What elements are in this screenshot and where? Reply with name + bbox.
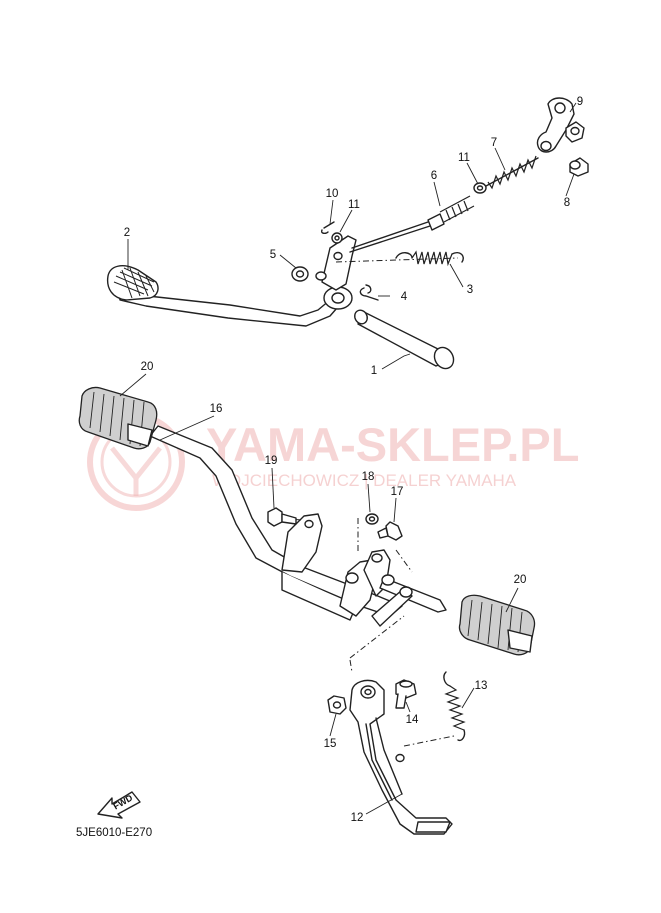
callout-20-left: 20 — [141, 361, 154, 373]
part-10-pin — [320, 221, 335, 235]
part-20-footrest-rubber-left — [78, 386, 158, 450]
callout-12: 12 — [351, 812, 364, 824]
callout-11-right: 11 — [458, 152, 470, 164]
part-7-spring — [485, 155, 539, 190]
callout-9: 9 — [577, 96, 583, 108]
callout-15: 15 — [324, 738, 337, 750]
leader-lines — [119, 102, 577, 815]
brake-pedal-assembly — [106, 97, 589, 370]
part-9-link-arm — [536, 97, 585, 153]
callout-7: 7 — [491, 137, 497, 149]
fwd-arrow-icon: FWD — [97, 791, 141, 819]
callout-16: 16 — [210, 403, 223, 415]
part-8-bushing — [569, 157, 589, 177]
callout-20-right: 20 — [514, 574, 527, 586]
callout-11-left: 11 — [348, 199, 360, 211]
part-14-pivot-bolt — [395, 679, 417, 709]
callout-17: 17 — [391, 486, 404, 498]
callout-labels: 1 2 3 4 5 6 7 8 9 10 11 11 12 13 14 15 1… — [124, 96, 583, 824]
callout-19: 19 — [265, 455, 278, 467]
callout-13: 13 — [475, 680, 488, 692]
callout-5: 5 — [270, 249, 276, 261]
watermark: YAMA-SKLEP.PL WOJCIECHOWICZ | DEALER YAM… — [87, 413, 579, 511]
part-19-bolt — [267, 507, 297, 527]
callout-8: 8 — [564, 197, 570, 209]
part-3-return-spring — [395, 250, 464, 267]
callout-18: 18 — [362, 471, 375, 483]
watermark-title: YAMA-SKLEP.PL — [206, 418, 579, 471]
callout-10: 10 — [326, 188, 339, 200]
drawing-code: 5JE6010-E270 — [76, 827, 152, 839]
part-1-pivot-shaft — [354, 309, 455, 370]
callout-14: 14 — [406, 714, 419, 726]
callout-4: 4 — [401, 291, 408, 303]
part-6-rod-end — [427, 195, 475, 231]
part-16-footrest-bar — [149, 425, 447, 627]
part-18-washer — [365, 513, 379, 525]
part-4-cotter-pin — [359, 284, 379, 301]
part-11-washer-right — [473, 182, 487, 194]
footrest-assembly — [78, 386, 536, 747]
part-15-nut — [327, 695, 347, 715]
callout-6: 6 — [431, 170, 437, 182]
callout-2: 2 — [124, 227, 130, 239]
part-2-brake-pedal — [106, 235, 357, 327]
brake-rod — [335, 221, 459, 263]
part-11-washer-left — [331, 232, 343, 244]
callout-3: 3 — [467, 284, 473, 296]
watermark-subtitle: WOJCIECHOWICZ | DEALER YAMAHA — [212, 471, 517, 490]
side-stand-assembly — [327, 671, 466, 835]
part-20-footrest-rubber-right — [458, 594, 536, 656]
part-13-spring — [443, 671, 466, 742]
part-5-washer — [291, 266, 309, 282]
callout-1: 1 — [371, 365, 377, 377]
part-17-bolt — [377, 521, 403, 541]
